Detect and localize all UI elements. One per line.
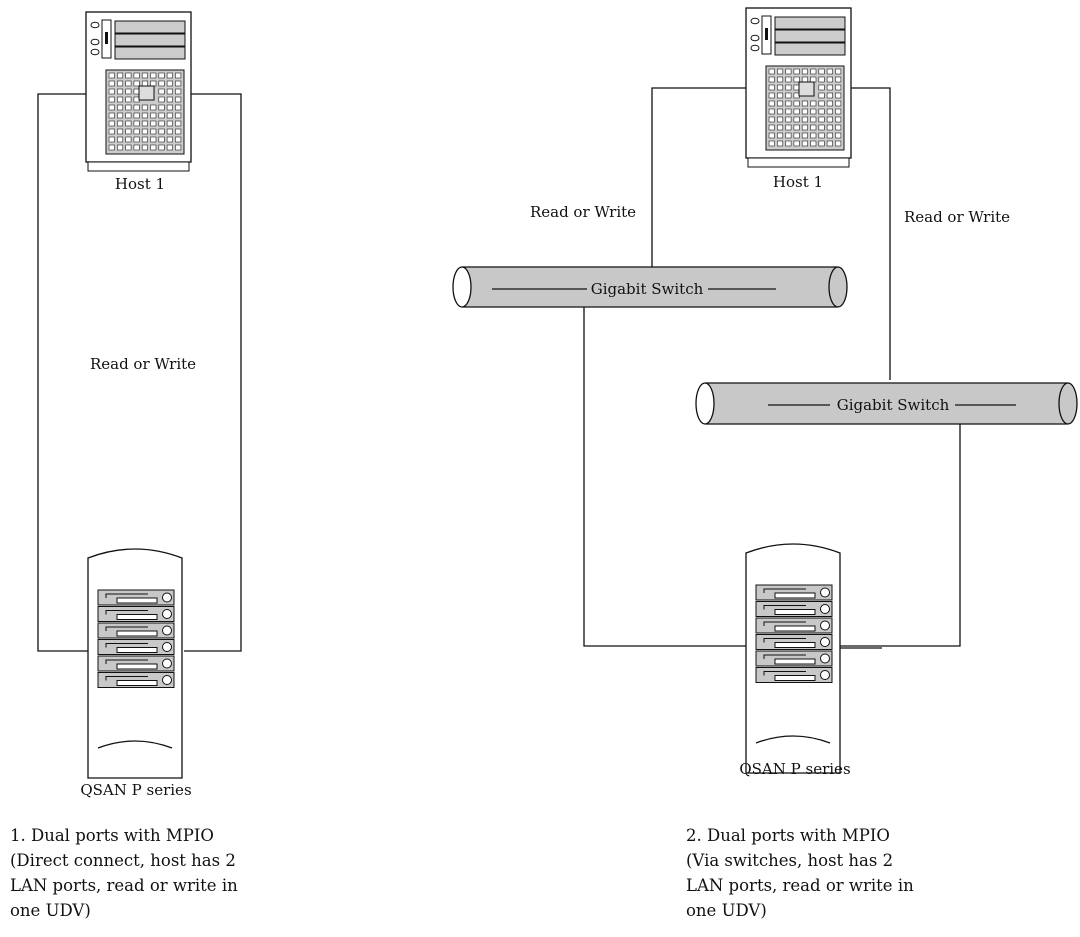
right-link-right-label: Read or Write — [904, 208, 1010, 226]
left-link-label: Read or Write — [90, 355, 196, 373]
gigabit-switch-2: Gigabit Switch — [695, 382, 1078, 425]
right-caption: 2. Dual ports with MPIO (Via switches, h… — [686, 823, 914, 923]
right-diagram: Gigabit Switch Gigabit Switch Host 1 Rea… — [452, 7, 1078, 778]
left-direct-link-right — [184, 93, 242, 652]
left-storage-icon — [87, 548, 183, 779]
right-storage-icon — [745, 543, 841, 774]
right-switch2-to-storage — [840, 424, 961, 647]
right-link-left-label: Read or Write — [530, 203, 636, 221]
right-caption-line-2: (Via switches, host has 2 — [686, 851, 894, 870]
right-caption-line-4: one UDV) — [686, 901, 767, 920]
right-switch1-to-storage — [583, 307, 746, 647]
right-host-link-left — [651, 87, 748, 270]
right-caption-line-3: LAN ports, read or write in — [686, 876, 914, 895]
left-storage-label: QSAN P series — [80, 781, 191, 799]
right-host-label: Host 1 — [773, 173, 823, 191]
left-caption-line-1: 1. Dual ports with MPIO — [10, 826, 214, 845]
right-host-link-right — [850, 87, 891, 380]
left-host-server-icon — [85, 11, 192, 172]
right-host-server-icon — [745, 7, 852, 168]
right-caption-line-1: 2. Dual ports with MPIO — [686, 826, 890, 845]
left-diagram: Host 1 Read or Write QSAN P series — [37, 11, 242, 799]
left-caption-line-4: one UDV) — [10, 901, 91, 920]
switch1-label: Gigabit Switch — [591, 280, 704, 298]
gigabit-switch-1: Gigabit Switch — [452, 266, 848, 308]
left-caption-line-3: LAN ports, read or write in — [10, 876, 238, 895]
left-caption: 1. Dual ports with MPIO (Direct connect,… — [10, 823, 238, 923]
left-caption-line-2: (Direct connect, host has 2 — [10, 851, 236, 870]
switch2-label: Gigabit Switch — [837, 396, 950, 414]
right-storage-label: QSAN P series — [739, 760, 850, 778]
left-direct-link-left — [37, 93, 88, 652]
left-host-label: Host 1 — [115, 175, 165, 193]
